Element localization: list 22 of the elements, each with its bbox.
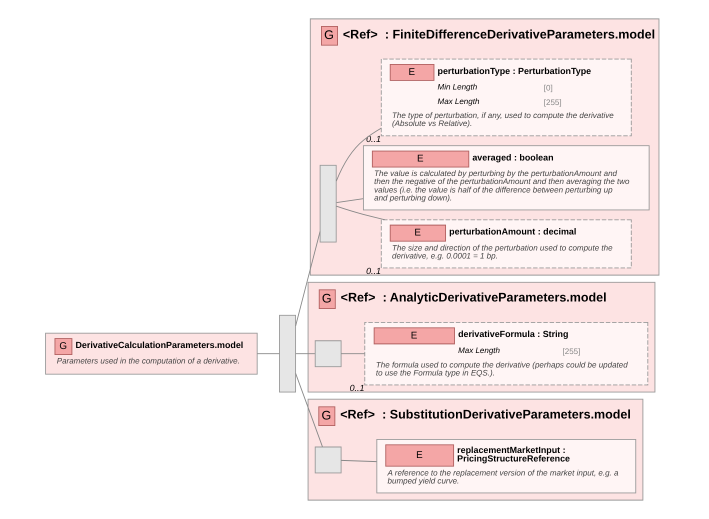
connector: [295, 372, 323, 448]
connector: [340, 460, 377, 462]
node-box: [314, 446, 342, 474]
node-label: 0..1: [366, 266, 381, 276]
connector: [295, 353, 316, 354]
connector: [336, 128, 382, 182]
node-box: E perturbationAmount : decimal The size and direction of the perturbation used to compute the derivative, e.g. 0.0001 = 1 bp.: [380, 219, 632, 268]
node-bar: [320, 164, 337, 243]
connector: [295, 230, 321, 326]
connector: [257, 353, 280, 354]
connector: [336, 206, 386, 220]
connector: [336, 198, 364, 204]
node-box: [314, 340, 342, 368]
node-box: E replacementMarketInput : PricingStructureReference A reference to the replacement version of the market input, e.g. a bumped yield curve.: [376, 438, 636, 494]
node-box: E perturbationType : PerturbationType Min Length [0] Max Length [255] The type of perturbation, if any, used to compute the derivative (Absolute vs Relative).: [380, 58, 632, 136]
node-bar: [279, 314, 296, 393]
node-box: G DerivativeCalculationParameters.model Parameters used in the computation of a derivative.: [45, 332, 258, 375]
node-box: E derivativeFormula : String Max Length [255] The formula used to compute the derivative (perhaps could be updated to use the Formula type in EQS.).: [364, 322, 648, 386]
node-label: 0..1: [350, 383, 364, 394]
node-box: E averaged : boolean The value is calculated by perturbing by the perturbationAmount and then the negative of the perturbationAmount and then averaging the two values (i.e. the value is half of the difference between perturbing up and perturbing down).: [362, 145, 650, 210]
node-label: 0..1: [366, 134, 381, 144]
connector: [340, 353, 365, 354]
